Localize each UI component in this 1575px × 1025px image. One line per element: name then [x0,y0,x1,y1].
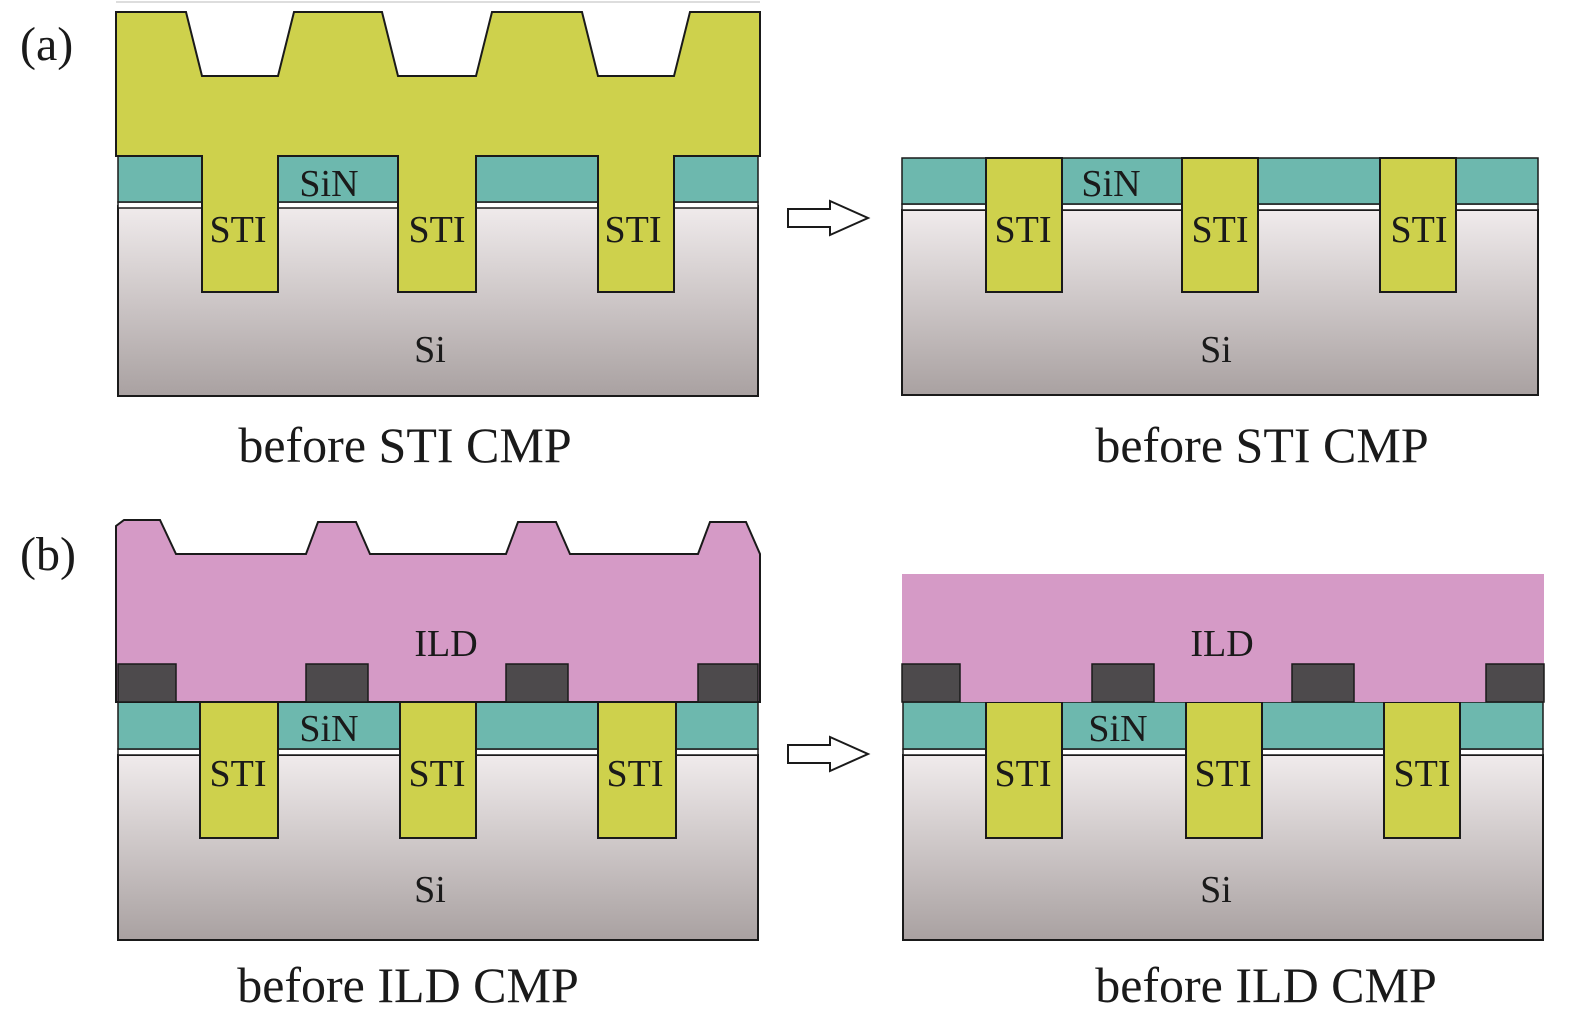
label-sti: STI [1195,753,1252,795]
caption: before STI CMP [1095,417,1428,473]
panel-b-before: ILD SiN STI STI STI Si [115,519,761,941]
caption: before ILD CMP [1095,957,1437,1013]
ild-layer [902,574,1544,702]
label-sti: STI [995,209,1052,251]
label-si: Si [414,329,446,371]
metal-lines [901,663,1545,703]
right-arrow-icon [787,735,871,773]
frame-mask [110,0,770,10]
oxide-overfill [115,11,761,293]
panel-a-after: SiN STI STI STI Si [901,157,1539,396]
label-si: Si [1200,869,1232,911]
panel-tag-b: (b) [20,528,76,581]
label-sti: STI [210,753,267,795]
sti-fills [199,701,677,839]
metal-lines [117,663,759,703]
label-sti: STI [409,753,466,795]
panel-b-after: ILD SiN STI STI STI Si [901,574,1545,941]
label-sin: SiN [299,708,358,750]
label-sti: STI [1394,753,1451,795]
ild-layer [115,519,761,703]
label-ild: ILD [414,623,477,665]
label-sin: SiN [1081,163,1140,205]
label-sti: STI [607,753,664,795]
label-si: Si [1200,329,1232,371]
panel-a-before: SiN STI STI STI Si [110,0,770,397]
label-ild: ILD [1190,623,1253,665]
sti-fills [985,157,1457,293]
caption: before ILD CMP [237,957,579,1013]
label-sin: SiN [299,163,358,205]
label-si: Si [414,869,446,911]
label-sti: STI [210,209,267,251]
label-sin: SiN [1088,708,1147,750]
label-sti: STI [1391,209,1448,251]
panel-tag-a: (a) [20,18,73,71]
label-sti: STI [1192,209,1249,251]
label-sti: STI [605,209,662,251]
sti-fills [985,701,1461,839]
caption: before STI CMP [238,417,571,473]
right-arrow-icon [787,199,871,237]
label-sti: STI [409,209,466,251]
label-sti: STI [995,753,1052,795]
